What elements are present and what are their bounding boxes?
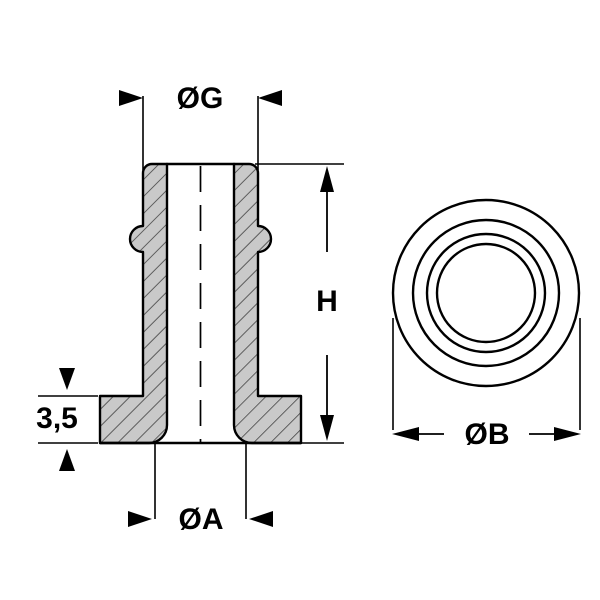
dimension-flange-thickness: 3,5 (36, 368, 98, 471)
section-profile-right (232, 162, 303, 445)
section-flange-left (100, 396, 167, 443)
section-profile-left (98, 162, 169, 445)
dim-label-diameter-a: ØA (179, 503, 224, 536)
end-view-circle-third (425, 232, 547, 354)
section-flange-right (234, 396, 301, 443)
dim-g-arrow-right (258, 90, 282, 106)
end-view-circle-outer (391, 198, 581, 388)
dim-label-diameter-g: ØG (177, 82, 224, 115)
dim-thickness-arrow-top (59, 368, 75, 390)
dimension-diameter-a: ØA (128, 444, 273, 536)
section-wall-left (129, 164, 167, 396)
dimension-height-h: H (255, 163, 344, 444)
dim-b-arrow-right (554, 427, 581, 441)
dim-label-diameter-b: ØB (465, 418, 510, 451)
dim-label-flange-thickness: 3,5 (36, 402, 78, 435)
dim-thickness-arrow-bottom (59, 449, 75, 471)
dim-h-arrow-bottom (320, 415, 334, 441)
dimension-diameter-b: ØB (392, 318, 581, 451)
end-view-circle-inner (435, 242, 537, 344)
end-view (391, 198, 581, 388)
dim-b-arrow-left (392, 427, 419, 441)
dim-g-arrow-left (119, 90, 143, 106)
cross-section-view (98, 162, 303, 445)
dimension-diameter-g: ØG (119, 82, 282, 170)
end-view-circle-second (411, 218, 561, 368)
dim-h-arrow-top (320, 166, 334, 192)
dim-label-height-h: H (316, 285, 338, 318)
dim-a-arrow-left (128, 511, 152, 527)
dim-a-arrow-right (249, 511, 273, 527)
section-wall-right (234, 164, 271, 396)
